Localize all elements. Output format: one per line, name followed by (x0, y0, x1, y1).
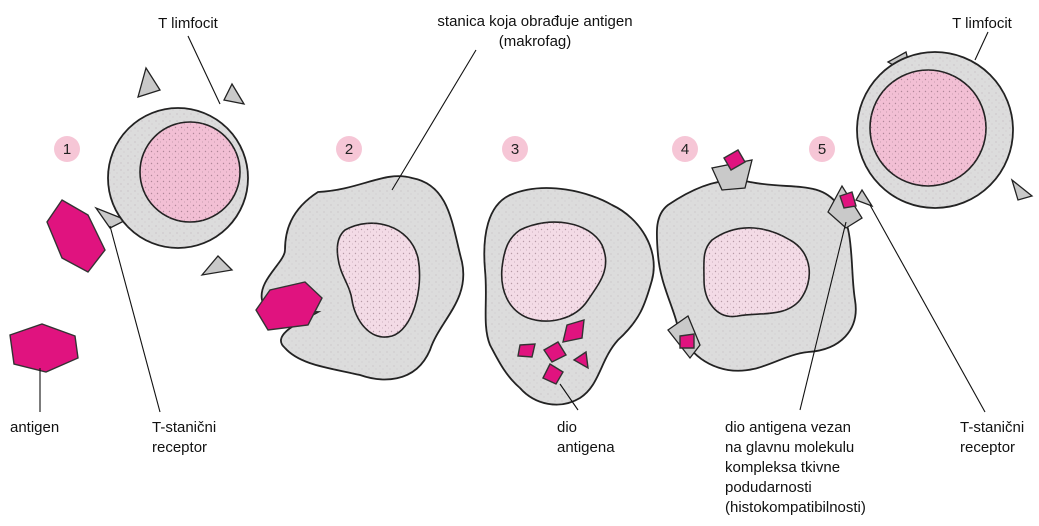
step-number-1: 1 (63, 141, 71, 158)
t-lymphocyte-right (856, 52, 1032, 208)
step-number-5: 5 (818, 141, 826, 158)
bound-antigen-fragment (680, 334, 694, 348)
label-receptor-left-line1: T-stanični (152, 419, 216, 436)
step-number-2: 2 (345, 141, 353, 158)
step-marker-4: 4 (672, 136, 698, 162)
label-receptor-left-line2: receptor (152, 439, 207, 456)
leader-apc (392, 50, 476, 190)
label-receptor-right-line2: receptor (960, 439, 1015, 456)
t-cell-nucleus-texture (870, 70, 986, 186)
leader-t-cell-right (975, 32, 988, 60)
label-apc-line1: stanica koja obrađuje antigen (437, 13, 632, 30)
antigen-shape-large (47, 200, 105, 272)
label-mhc-line2: na glavnu molekulu (725, 439, 854, 456)
step-number-3: 3 (511, 141, 519, 158)
t-cell-receptor-spike (1012, 180, 1032, 200)
label-mhc-line3: kompleksa tkivne (725, 459, 840, 476)
leader-t-cell-left (188, 36, 220, 104)
leader-receptor-left (110, 226, 160, 412)
step-number-4: 4 (681, 141, 689, 158)
label-fragment-line2: antigena (557, 439, 615, 456)
t-lymphocyte-left (96, 68, 248, 275)
label-antigen: antigen (10, 419, 59, 436)
t-cell-nucleus-texture (140, 122, 240, 222)
label-t-lymphocyte-right: T limfocit (952, 15, 1013, 32)
label-apc-line2: (makrofag) (499, 33, 572, 50)
leader-receptor-right (870, 205, 985, 412)
step-marker-1: 1 (54, 136, 80, 162)
t-cell-receptor-spike (224, 84, 244, 104)
label-receptor-right-line1: T-stanični (960, 419, 1024, 436)
t-cell-receptor-spike (202, 256, 232, 275)
label-mhc-line5: (histokompatibilnosti) (725, 499, 866, 516)
t-cell-receptor-spike (138, 68, 160, 97)
t-cell-receptor-spike (856, 190, 872, 206)
macrophage-engulfing (256, 176, 463, 379)
label-t-lymphocyte-left: T limfocit (158, 15, 219, 32)
label-mhc-line1: dio antigena vezan (725, 419, 851, 436)
macrophage-processing (484, 188, 653, 405)
step-marker-2: 2 (336, 136, 362, 162)
macrophage-presenting (657, 150, 862, 371)
label-mhc-line4: podudarnosti (725, 479, 812, 496)
step-marker-5: 5 (809, 136, 835, 162)
antigen-shape-small (10, 324, 78, 372)
antigen-fragment (518, 344, 535, 357)
label-fragment-line1: dio (557, 419, 577, 436)
step-marker-3: 3 (502, 136, 528, 162)
